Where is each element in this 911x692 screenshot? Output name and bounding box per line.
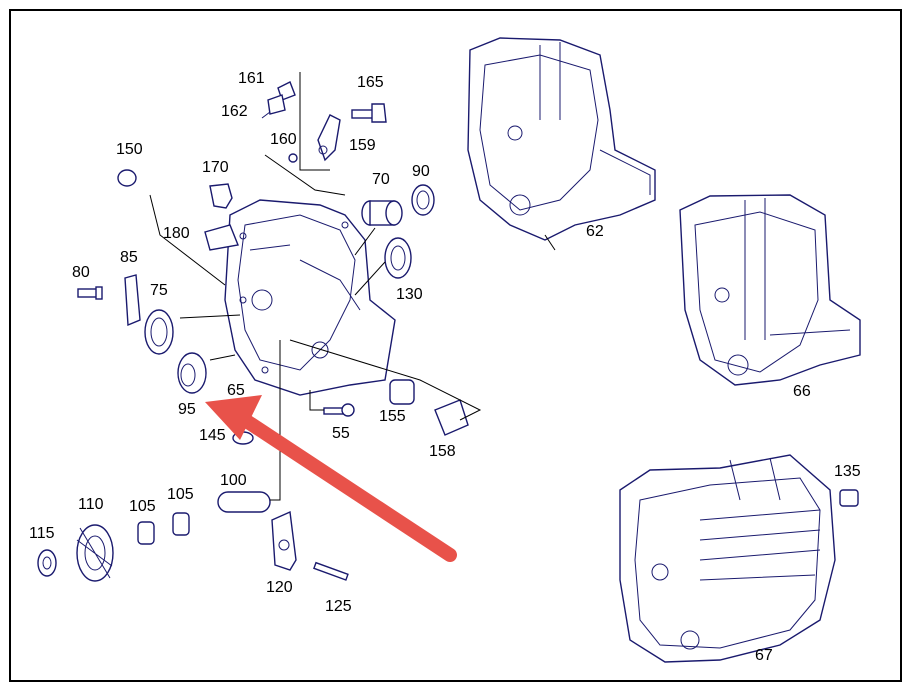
label-105b: 105 [167,486,194,503]
label-65: 65 [227,382,245,399]
part-75[interactable] [144,309,174,355]
part-125[interactable] [313,561,349,581]
label-62: 62 [586,223,604,240]
part-180[interactable] [204,224,239,251]
part-90[interactable] [411,184,435,216]
label-55: 55 [332,425,350,442]
part-158[interactable] [434,399,469,436]
label-135: 135 [834,463,861,480]
part-80[interactable] [77,286,103,300]
part-115[interactable] [37,549,57,577]
part-160[interactable] [288,153,298,163]
label-75: 75 [150,282,168,299]
center-housing[interactable] [224,199,396,396]
part-159[interactable] [317,114,341,162]
label-70: 70 [372,171,390,188]
part-70[interactable] [361,200,403,226]
part-165[interactable] [351,103,387,123]
part-150[interactable] [117,169,137,187]
label-120: 120 [266,579,293,596]
part-100[interactable] [217,491,271,513]
label-158: 158 [429,443,456,460]
part-120[interactable] [271,510,297,571]
label-66: 66 [793,383,811,400]
label-95: 95 [178,401,196,418]
label-100: 100 [220,472,247,489]
part-110[interactable] [76,524,114,582]
label-145: 145 [199,427,226,444]
part-95[interactable] [177,352,207,394]
leader-lines [149,72,556,501]
label-115: 115 [29,525,55,542]
label-161: 161 [238,70,265,87]
part-105b[interactable] [172,512,190,536]
label-105a: 105 [129,498,156,515]
label-85: 85 [120,249,138,266]
part-55[interactable] [323,403,355,417]
label-155: 155 [379,408,406,425]
part-162[interactable] [261,94,286,119]
part-155[interactable] [389,379,415,405]
part-130[interactable] [384,237,412,279]
housing-66[interactable] [679,194,861,386]
red-arrow-icon [205,395,457,562]
label-90: 90 [412,163,430,180]
label-160: 160 [270,131,297,148]
label-170: 170 [202,159,229,176]
label-165: 165 [357,74,384,91]
label-159: 159 [349,137,376,154]
label-180: 180 [163,225,190,242]
part-85[interactable] [124,274,141,327]
housing-67[interactable] [619,454,836,663]
housing-62[interactable] [467,37,656,241]
part-135[interactable] [839,489,859,507]
label-150: 150 [116,141,143,158]
label-130: 130 [396,286,423,303]
label-80: 80 [72,264,90,281]
label-125: 125 [325,598,352,615]
part-105a[interactable] [137,521,155,545]
label-67: 67 [755,647,773,664]
label-162: 162 [221,103,248,120]
label-110: 110 [78,496,104,513]
part-170[interactable] [209,183,233,209]
